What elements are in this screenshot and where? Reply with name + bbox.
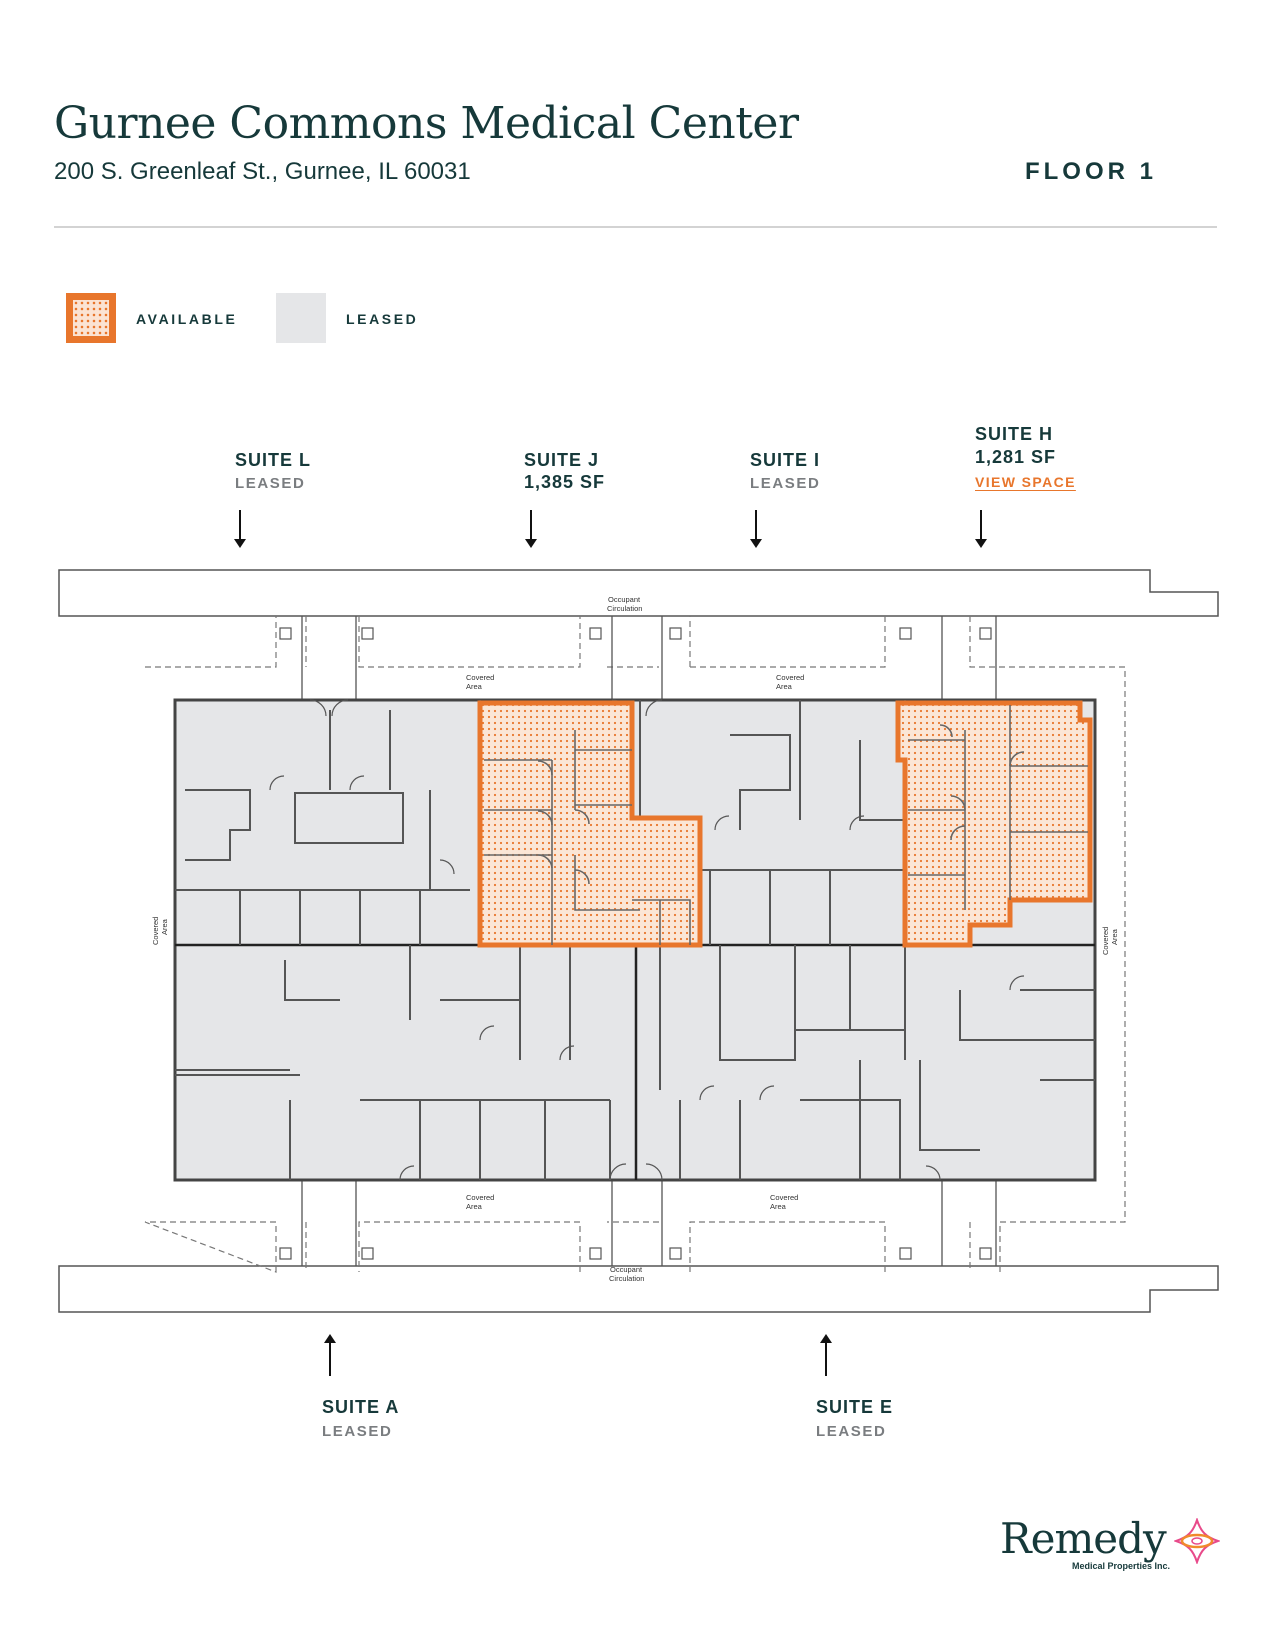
suite-h-arrow-icon xyxy=(975,510,987,548)
legend-leased-label: LEASED xyxy=(346,311,419,327)
occupant-circulation-bottom xyxy=(58,1265,1219,1313)
svg-text:Area: Area xyxy=(776,682,793,691)
suite-i-name: SUITE I xyxy=(750,450,821,470)
page-title: Gurnee Commons Medical Center xyxy=(54,98,799,149)
svg-text:Circulation: Circulation xyxy=(609,1274,644,1283)
suite-h-view-space-link[interactable]: VIEW SPACE xyxy=(975,474,1076,490)
suite-h-name: SUITE H xyxy=(975,424,1054,444)
suite-l-arrow-icon xyxy=(234,510,246,548)
legend-available-swatch xyxy=(66,293,116,343)
suite-j-name: SUITE J xyxy=(524,450,600,470)
svg-text:Covered: Covered xyxy=(151,917,160,945)
svg-text:Area: Area xyxy=(466,682,483,691)
suite-i-status: LEASED xyxy=(750,475,821,492)
suite-h-available-area xyxy=(895,700,1093,948)
svg-text:Area: Area xyxy=(160,918,169,935)
header-divider xyxy=(54,226,1217,228)
suite-j-arrow-icon xyxy=(525,510,537,548)
occupant-circulation-label-bottom: Occupant xyxy=(610,1265,643,1274)
svg-text:Area: Area xyxy=(770,1202,787,1211)
svg-text:Area: Area xyxy=(1110,928,1119,945)
suite-l-name: SUITE L xyxy=(235,450,312,470)
suite-a-status: LEASED xyxy=(322,1423,393,1440)
svg-text:Covered: Covered xyxy=(466,1193,494,1202)
building-address: 200 S. Greenleaf St., Gurnee, IL 60031 xyxy=(54,158,471,185)
suite-i-arrow-icon xyxy=(750,510,762,548)
legend-available-label: AVAILABLE xyxy=(136,311,238,327)
svg-text:Covered: Covered xyxy=(1101,927,1110,955)
suite-e-arrow-icon xyxy=(820,1334,832,1376)
suite-e-status: LEASED xyxy=(816,1423,887,1440)
legend-leased-swatch xyxy=(276,293,326,343)
suite-j-available-area xyxy=(477,700,703,948)
occupant-circulation-top xyxy=(58,569,1219,617)
svg-text:Circulation: Circulation xyxy=(607,604,642,613)
suite-a-arrow-icon xyxy=(324,1334,336,1376)
suite-j-area: 1,385 SF xyxy=(524,472,606,492)
remedy-logo-icon xyxy=(1174,1518,1220,1564)
svg-text:Covered: Covered xyxy=(776,673,804,682)
suite-e-name: SUITE E xyxy=(816,1397,894,1417)
suite-h-area: 1,281 SF xyxy=(975,447,1057,467)
suite-l-status: LEASED xyxy=(235,475,306,492)
svg-text:Covered: Covered xyxy=(770,1193,798,1202)
suite-a-name: SUITE A xyxy=(322,1397,400,1417)
floor-label: FLOOR 1 xyxy=(1024,158,1157,185)
covered-area-label: Covered xyxy=(466,673,494,682)
remedy-logo-subtitle: Medical Properties Inc. xyxy=(1072,1561,1171,1571)
remedy-logo-wordmark: Remedy xyxy=(1000,1514,1167,1563)
occupant-circulation-label-top: Occupant xyxy=(608,595,641,604)
svg-text:Area: Area xyxy=(466,1202,483,1211)
